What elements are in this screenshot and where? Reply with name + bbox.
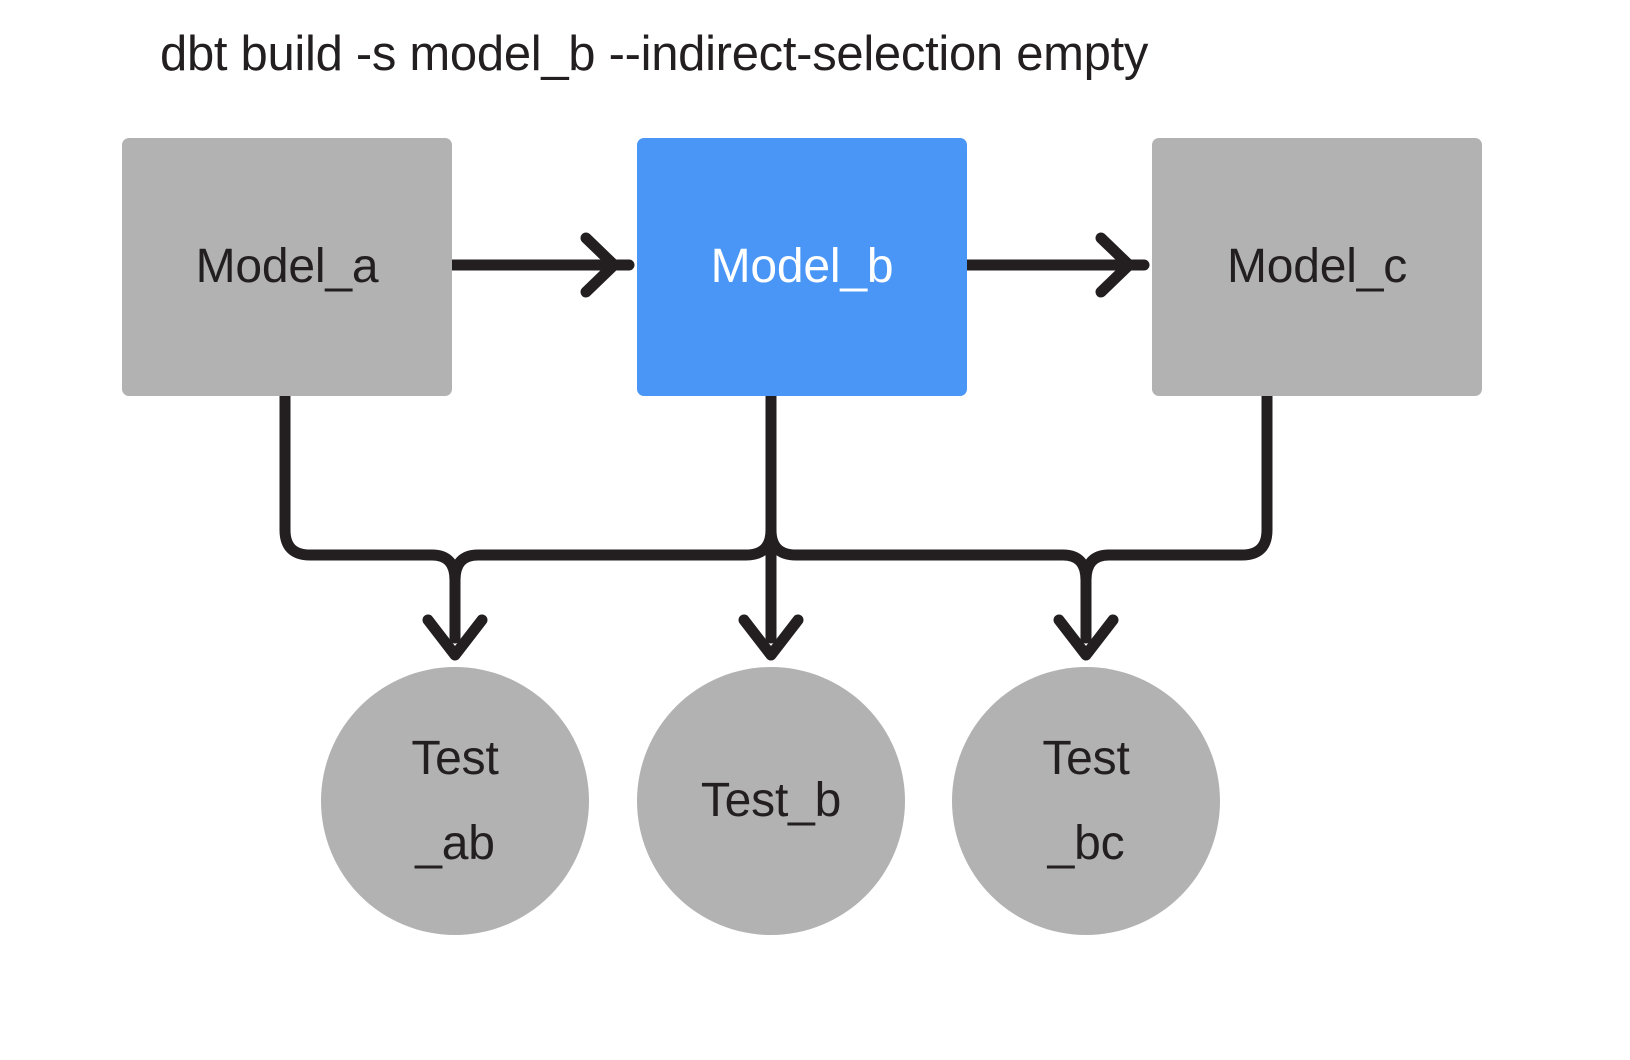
- node-test-b[interactable]: Test_b: [637, 667, 905, 935]
- edge-model-a-to-model-b: [446, 232, 635, 298]
- edge-model-b-to-model-c: [961, 232, 1150, 298]
- node-model-b[interactable]: Model_b: [637, 138, 967, 396]
- arrowhead-test-ab: [422, 614, 488, 661]
- node-model-b-label: Model_b: [710, 239, 894, 293]
- edge-model-b-to-test-bc: [765, 390, 1092, 644]
- node-test-ab-label: Test _ab: [411, 731, 499, 870]
- node-model-c-label: Model_c: [1226, 239, 1408, 293]
- arrowhead-test-bc: [1053, 614, 1119, 661]
- page-title: dbt build -s model_b --indirect-selectio…: [160, 27, 1149, 81]
- arrowhead-test-b: [738, 614, 804, 661]
- node-test-bc[interactable]: Test _bc: [952, 667, 1220, 935]
- node-model-c[interactable]: Model_c: [1152, 138, 1482, 396]
- node-test-bc-label: Test _bc: [1042, 731, 1130, 870]
- edge-model-a-to-test-ab: [279, 390, 461, 644]
- edge-model-b-to-test-ab: [449, 390, 777, 586]
- edge-model-c-to-test-bc: [1080, 390, 1273, 586]
- node-model-a[interactable]: Model_a: [122, 138, 452, 396]
- node-model-a-label: Model_a: [195, 239, 379, 293]
- node-test-b-label: Test_b: [700, 773, 842, 827]
- node-test-ab[interactable]: Test _ab: [321, 667, 589, 935]
